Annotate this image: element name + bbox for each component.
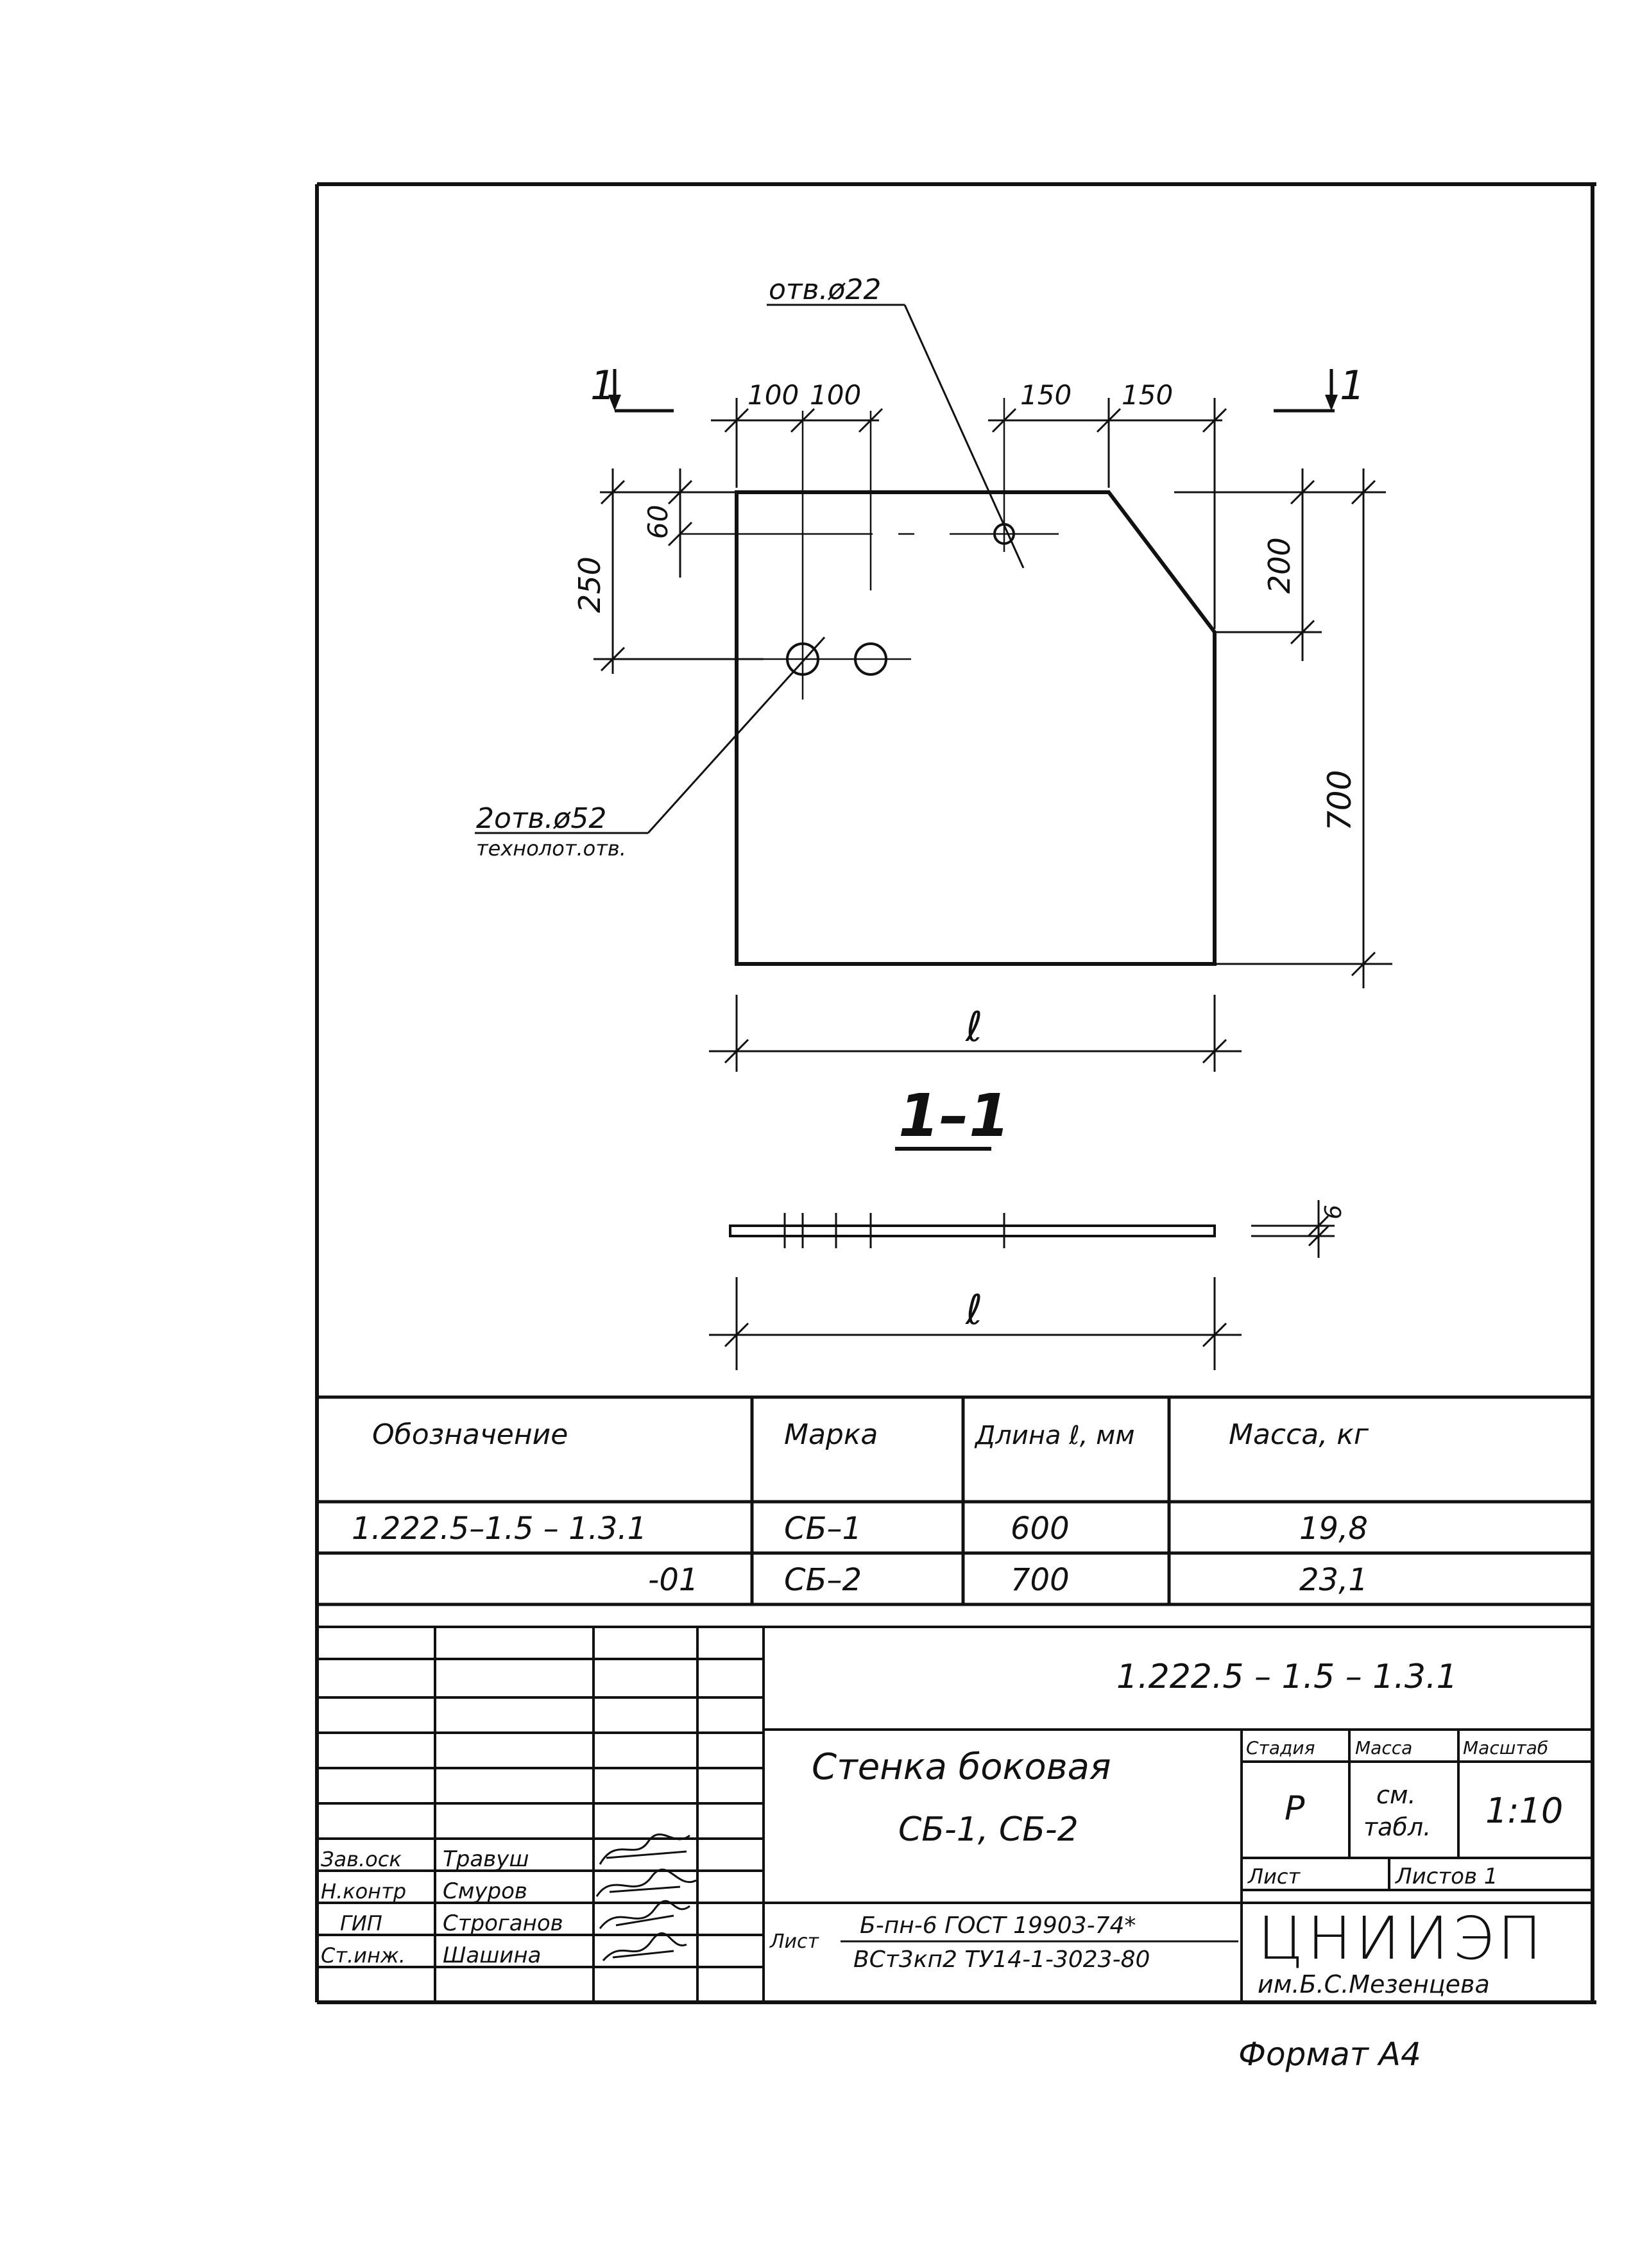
spec-row-1-mark: СБ–1 — [784, 1511, 862, 1547]
length-dimension — [709, 995, 1242, 1072]
doc-code: 1.222.5 – 1.5 – 1.3.1 — [1116, 1658, 1458, 1696]
org-name: ЦНИИЭП — [1258, 1904, 1546, 1973]
spec-header-designation: Обозначение — [372, 1418, 568, 1451]
dim-150-a: 150 — [1020, 379, 1072, 411]
sheet-label: Лист — [1247, 1864, 1301, 1889]
title-line-2: СБ-1, СБ-2 — [898, 1810, 1079, 1849]
holes-large-note: технолот.отв. — [476, 836, 626, 861]
sig-role-3: ГИП — [340, 1911, 382, 1936]
spec-header-mark: Марка — [784, 1418, 878, 1451]
mass-label: Масса — [1355, 1737, 1412, 1758]
spec-row-2-designation: -01 — [648, 1562, 698, 1598]
section-view — [729, 1200, 1335, 1258]
org-sub: им.Б.С.Мезенцева — [1258, 1970, 1490, 1998]
sheet-frame — [315, 182, 1596, 2004]
holes-large-label: 2отв.ø52 — [476, 802, 606, 835]
section-mark-left: 1 — [590, 362, 615, 409]
spec-table-lines — [317, 1395, 1593, 1606]
handwritten-signatures — [595, 1833, 697, 1961]
dim-length: ℓ — [965, 1004, 982, 1051]
dim-700: 700 — [1321, 770, 1358, 831]
section-length: ℓ — [965, 1287, 982, 1334]
dim-100-b: 100 — [810, 379, 861, 411]
top-dimensions — [711, 398, 1227, 629]
dim-150-b: 150 — [1122, 379, 1173, 411]
section-length-dimension — [709, 1277, 1242, 1370]
material-bottom: ВСт3кп2 ТУ14-1-3023-80 — [853, 1946, 1150, 1973]
material-top: Б-пн-6 ГОСТ 19903-74* — [860, 1912, 1136, 1939]
sig-name-3: Строганов — [443, 1911, 563, 1936]
title-block-lines — [317, 1626, 1593, 2002]
sig-name-4: Шашина — [443, 1943, 541, 1968]
hole-52-left — [786, 642, 819, 676]
mass-value-2: табл. — [1363, 1813, 1431, 1841]
hole-leaders — [475, 304, 1025, 834]
title-line-1: Стенка боковая — [812, 1746, 1111, 1788]
dim-thickness: 6 — [1320, 1205, 1347, 1219]
left-dimensions — [594, 468, 764, 674]
spec-row-1-length: 600 — [1011, 1511, 1070, 1547]
spec-row-1-mass: 19,8 — [1299, 1511, 1368, 1547]
spec-header-length: Длина ℓ, мм — [974, 1421, 1135, 1450]
stage-label: Стадия — [1246, 1737, 1315, 1758]
scale-label: Масштаб — [1463, 1737, 1548, 1758]
spec-row-2-mass: 23,1 — [1299, 1562, 1368, 1598]
dim-200: 200 — [1262, 537, 1297, 594]
dim-60: 60 — [642, 505, 674, 539]
spec-row-2-mark: СБ–2 — [784, 1562, 862, 1598]
sig-role-1: Зав.оск — [321, 1847, 402, 1871]
dim-100-a: 100 — [747, 379, 799, 411]
sig-name-1: Травуш — [443, 1846, 529, 1872]
stage-value: Р — [1285, 1789, 1305, 1828]
section-title: 1–1 — [898, 1081, 1010, 1150]
section-mark-right: 1 — [1340, 362, 1365, 409]
format-label: Формат А4 — [1238, 2036, 1421, 2073]
hole-small-label: отв.ø22 — [769, 273, 881, 306]
scale-value: 1:10 — [1485, 1791, 1563, 1831]
dim-250: 250 — [572, 556, 607, 613]
spec-header-mass: Масса, кг — [1229, 1418, 1369, 1451]
mass-value-1: см. — [1376, 1781, 1416, 1809]
sig-role-2: Н.контр — [321, 1879, 406, 1903]
sig-role-4: Ст.инж. — [321, 1943, 406, 1968]
right-dimensions — [1174, 468, 1392, 988]
spec-row-1-designation: 1.222.5–1.5 – 1.3.1 — [352, 1511, 647, 1547]
sig-name-2: Смуров — [443, 1878, 527, 1904]
spec-row-2-length: 700 — [1011, 1562, 1070, 1598]
hole-52-right — [854, 642, 887, 676]
section-markers — [608, 369, 1338, 413]
plate-view — [680, 398, 1217, 966]
plate-outline — [735, 490, 1217, 966]
sheets-label: Листов 1 — [1394, 1864, 1498, 1889]
material-prefix: Лист — [769, 1930, 820, 1953]
